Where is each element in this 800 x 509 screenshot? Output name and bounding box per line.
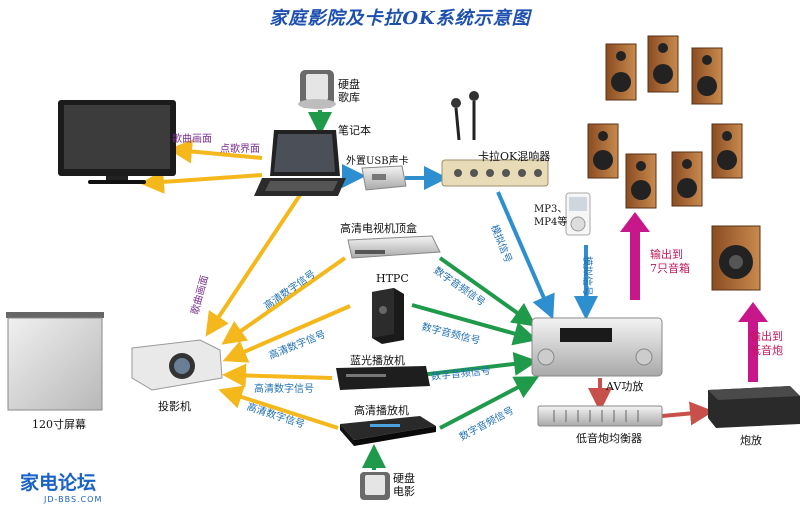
mp3-player-icon [565,192,591,236]
speaker-icon [647,35,679,93]
mp3-label: MP3、 MP4等 [534,204,568,228]
arrow-hdplayer-to-amp [439,376,540,430]
sub-amp-label: 炮放 [740,434,762,447]
av-amp-label: AV功放 [606,380,644,393]
arrow-htpc-to-amp [411,303,538,346]
speaker-icon [691,47,723,105]
out-sub-label: 输出到 低音炮 [750,330,783,357]
arrows-blue [342,164,598,320]
arrow-stb-to-amp [438,256,537,327]
hdd-movies-label: 硬盘 电影 [393,472,415,498]
arrows-magenta [620,212,768,382]
arrow-eq-to-subamp [661,401,714,426]
projector-label: 投影机 [158,400,191,413]
out-7-label: 输出到 7只音箱 [650,248,690,275]
arrow-hdplayer-to-projector [218,385,339,430]
arrows-green [308,110,540,470]
laptop-label: 笔记本 [338,124,371,137]
logo-main: 家电论坛 [20,472,97,494]
arrow-stb-to-projector [221,256,347,345]
arrow-bluray-to-projector [222,363,333,388]
speaker-icon [587,123,619,179]
hdd-songs-label: 硬盘 歌库 [338,78,360,104]
tv-icon [58,100,176,184]
hd-player-label: 高清播放机 [354,404,409,417]
hd-player-icon [340,416,436,446]
arrow-subamp-to-sub [738,302,768,382]
forum-logo: 家电论坛 JD-BBS.COM [20,468,102,504]
arrow-amp-to-speakers [620,212,650,300]
arrows-yellow [140,139,351,430]
usb-card-icon [361,165,407,191]
arrow-bluray-to-amp [411,351,538,378]
hd-digital-3-label: 高清数字信号 [254,384,314,395]
diagram-title: 家庭影院及卡拉OK系统示意图 [269,8,531,29]
eq-icon [537,405,663,427]
speaker-icon [605,43,637,101]
arrows-red [588,378,714,426]
microphone-icon [451,91,479,141]
arrow-laptop-to-projector [205,193,302,337]
speakers-group [587,35,743,209]
screen-label: 120寸屏幕 [32,418,86,431]
arrow-htpc-to-projector [222,304,351,363]
htpc-label: HTPC [376,272,409,285]
usb-card-label: 外置USB声卡 [346,156,409,167]
bluray-label: 蓝光播放机 [350,354,405,367]
screen-icon [6,312,104,411]
hdd-songs-icon [298,70,336,109]
av-amp-icon [531,317,663,377]
karaoke-mixer-icon [441,159,549,187]
speaker-icon [711,123,743,179]
speaker-icon [671,151,703,207]
htpc-icon [372,288,404,344]
speaker-icon [625,153,657,209]
song-ui-label: 点歌界面 [220,144,260,155]
stb-icon [347,235,441,259]
arrow-laptop-to-tv-ui [140,169,263,194]
sub-amp-icon [708,386,800,428]
arrow-mixer-to-amp [496,191,555,320]
logo-sub: JD-BBS.COM [44,495,103,504]
analog-2-label: 模拟信号 [581,256,592,296]
laptop-icon [254,130,346,196]
karaoke-mixer-label: 卡拉OK混响器 [478,150,551,163]
subwoofer-icon [711,225,761,291]
song-picture-label: 歌曲画面 [172,134,212,145]
hdd-movies-icon [360,472,390,500]
eq-label: 低音炮均衡器 [576,432,642,445]
arrow-laptop-to-tv-song [168,139,263,164]
projector-icon [131,339,223,391]
bluray-icon [336,366,430,390]
stb-label: 高清电视机顶盒 [340,222,417,235]
